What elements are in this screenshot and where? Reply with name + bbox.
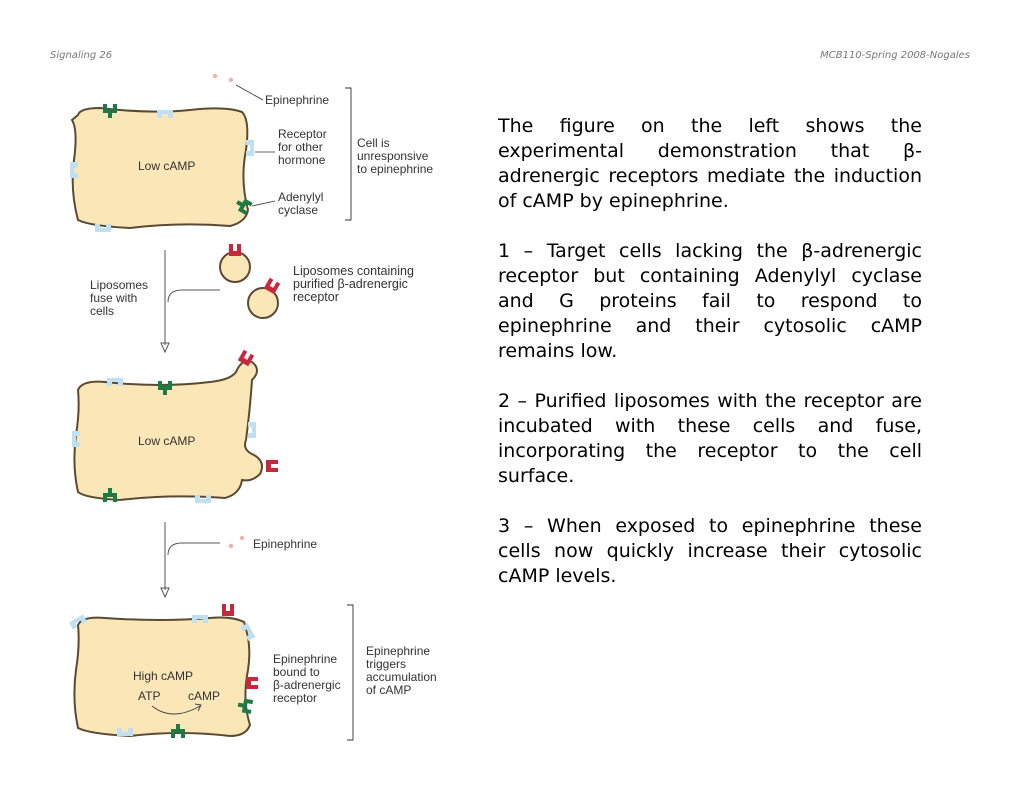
experiment-figure: Epinephrine Low cAMP Receptor for other … bbox=[69, 73, 440, 741]
cell-3-body bbox=[73, 616, 252, 738]
panel-1: Epinephrine Low cAMP Receptor for other … bbox=[70, 73, 433, 232]
receptor-icon bbox=[248, 422, 256, 438]
adenylyl-label: Adenylyl cyclase bbox=[278, 190, 327, 217]
course-label: MCB110-Spring 2008-Nogales bbox=[820, 50, 970, 61]
high-camp-label: High cAMP bbox=[133, 669, 193, 683]
epinephrine-dot bbox=[212, 73, 218, 79]
receptor-label: Receptor for other hormone bbox=[278, 127, 330, 167]
slide-label: Signaling 26 bbox=[50, 50, 113, 61]
triggers-label: Epinephrine triggers accumulation of cAM… bbox=[366, 644, 440, 697]
epinephrine-dot bbox=[239, 535, 245, 541]
liposome bbox=[247, 287, 279, 319]
reaction-arrowhead bbox=[194, 703, 202, 712]
flow-arrowhead bbox=[160, 342, 170, 354]
fuse-label: Liposomes fuse with cells bbox=[90, 278, 151, 318]
flow-branch bbox=[167, 289, 220, 303]
beta-receptor-icon bbox=[229, 244, 241, 256]
cell-2-body bbox=[73, 360, 263, 502]
epinephrine-dot bbox=[228, 77, 234, 83]
liposome bbox=[219, 251, 251, 283]
epinephrine-label: Epinephrine bbox=[265, 93, 329, 107]
panel-3: High cAMP ATP cAMP Epinephrine bound to … bbox=[69, 604, 440, 741]
beta-receptor-icon bbox=[222, 604, 234, 616]
epinephrine-label: Epinephrine bbox=[253, 537, 317, 551]
liposome-label: Liposomes containing purified β-adrenerg… bbox=[293, 264, 417, 304]
bound-label: Epinephrine bound to β-adrenergic recept… bbox=[273, 652, 344, 705]
leader-line bbox=[251, 200, 276, 207]
low-camp-label: Low cAMP bbox=[138, 159, 195, 173]
epinephrine-dot bbox=[228, 543, 234, 549]
step-1: Liposomes fuse with cells Liposomes cont… bbox=[90, 244, 417, 354]
flow-branch bbox=[167, 542, 220, 556]
beta-receptor-icon bbox=[246, 677, 258, 689]
point-1-paragraph: 1 – Target cells lacking the β-adrenergi… bbox=[498, 240, 922, 362]
point-3-paragraph: 3 – When exposed to epinephrine these ce… bbox=[498, 515, 922, 587]
flow-arrowhead bbox=[160, 587, 170, 599]
panel-2: Low cAMP bbox=[72, 349, 278, 503]
atp-label: ATP bbox=[138, 689, 160, 703]
unresponsive-label: Cell is unresponsive to epinephrine bbox=[357, 136, 433, 176]
camp-label: cAMP bbox=[188, 689, 220, 703]
low-camp-label: Low cAMP bbox=[138, 434, 195, 448]
reaction-arrow bbox=[151, 705, 201, 715]
beta-receptor-icon bbox=[266, 460, 278, 472]
bracket bbox=[347, 604, 354, 741]
intro-paragraph: The figure on the left shows the experim… bbox=[498, 115, 922, 212]
bracket bbox=[345, 87, 352, 221]
explanation-text: The figure on the left shows the experim… bbox=[498, 114, 922, 614]
leader-line bbox=[235, 84, 264, 101]
step-2: Epinephrine bbox=[160, 522, 317, 599]
point-2-paragraph: 2 – Purified liposomes with the receptor… bbox=[498, 390, 922, 487]
